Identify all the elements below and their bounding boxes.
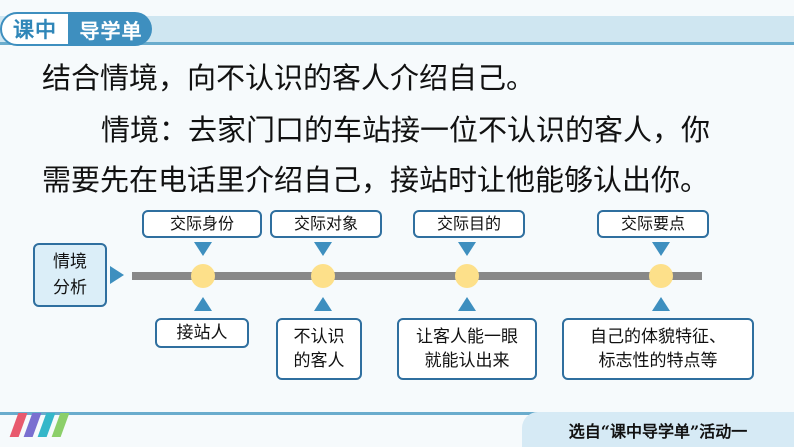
bottom-label-text: 接站人	[176, 323, 228, 343]
arrow-down-icon	[194, 242, 212, 256]
decor-stripe	[51, 413, 70, 437]
arrow-down-icon	[314, 242, 332, 256]
top-label-points: 交际要点	[597, 210, 709, 238]
bottom-label-identity: 接站人	[155, 318, 249, 348]
bottom-label-text: 自己的体貌特征、	[590, 327, 726, 347]
source-tab: 选自“课中导学单”活动一	[522, 412, 794, 447]
bottom-label-text: 标志性的特点等	[598, 351, 718, 371]
bottom-label-purpose: 让客人能一眼 就能认出来	[397, 318, 537, 380]
arrow-down-icon	[458, 242, 476, 256]
timeline-node	[191, 264, 215, 288]
badge-left-label: 课中	[0, 12, 70, 46]
timeline-node	[455, 264, 479, 288]
bottom-label-audience: 不认识 的客人	[276, 318, 362, 380]
arrow-up-icon	[458, 297, 476, 311]
top-label-purpose: 交际目的	[413, 210, 525, 238]
badge-right-label: 导学单	[70, 12, 152, 46]
timeline-node	[311, 264, 335, 288]
bottom-label-text: 让客人能一眼	[416, 327, 518, 347]
lesson-badge: 课中 导学单	[0, 12, 152, 46]
top-label-identity: 交际身份	[142, 210, 262, 238]
arrow-down-icon	[652, 242, 670, 256]
timeline-node	[649, 264, 673, 288]
arrow-right-icon	[110, 266, 124, 284]
bottom-label-text: 不认识	[293, 327, 345, 347]
situation-line-2: 需要先在电话里介绍自己，接站时让他能够认出你。	[42, 163, 710, 197]
situation-line-1: 情境：去家门口的车站接一位不认识的客人，你	[101, 113, 711, 147]
arrow-up-icon	[314, 297, 332, 311]
top-label-audience: 交际对象	[270, 210, 382, 238]
top-label-text: 交际身份	[169, 214, 234, 233]
situation-label-1: 情境	[53, 252, 87, 272]
arrow-up-icon	[652, 297, 670, 311]
bottom-label-text: 的客人	[293, 351, 345, 371]
situation-label-2: 分析	[53, 278, 87, 298]
top-label-text: 交际目的	[436, 214, 501, 233]
timeline-line	[132, 272, 702, 280]
top-label-text: 交际要点	[620, 214, 685, 233]
bottom-label-points: 自己的体貌特征、 标志性的特点等	[562, 318, 754, 380]
footer-bar	[0, 412, 794, 415]
task-line: 结合情境，向不认识的客人介绍自己。	[42, 61, 536, 95]
situation-analysis-box: 情境 分析	[33, 243, 107, 307]
top-label-text: 交际对象	[293, 214, 358, 233]
arrow-up-icon	[194, 297, 212, 311]
source-text: 选自“课中导学单”活动一	[568, 421, 748, 441]
bottom-label-text: 就能认出来	[424, 351, 510, 371]
